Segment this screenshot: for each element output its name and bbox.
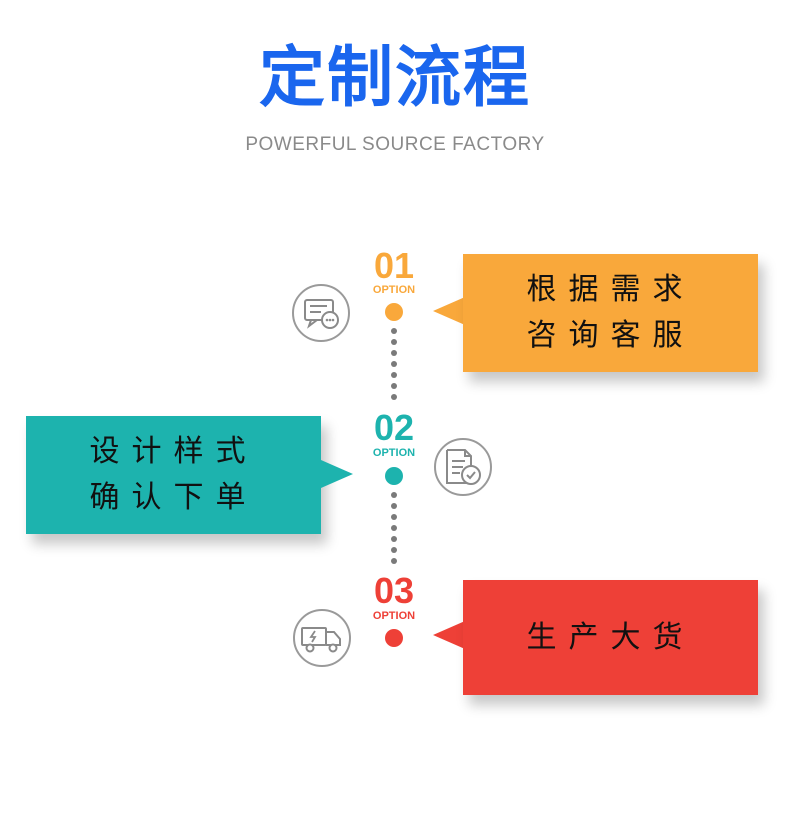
step-3-line-1: 生产大货 [526, 619, 695, 655]
step-1-number: 01 [373, 245, 415, 286]
step-3-pointer [433, 621, 465, 649]
step-2-option-label: OPTION [372, 447, 416, 459]
step-2-number: 02 [373, 407, 415, 448]
step-2-dot [385, 467, 403, 485]
step-2-pointer [321, 460, 353, 488]
page-title: 定制流程 [259, 39, 531, 116]
delivery-truck-icon [292, 608, 352, 668]
step-1-dot [385, 303, 403, 321]
step-1-pointer [433, 297, 465, 325]
step-2-box: 设计样式 确认下单 [26, 416, 321, 534]
step-1-option-label: OPTION [372, 284, 416, 296]
step-1-box: 根据需求 咨询客服 [463, 254, 758, 372]
step-1-line-1: 根据需求 [526, 272, 695, 307]
step-1-line-2: 咨询客服 [526, 318, 695, 353]
chat-bubble-icon [291, 283, 351, 343]
connector-1 [391, 328, 397, 405]
step-3-number: 03 [373, 570, 415, 611]
page-subtitle: POWERFUL SOURCE FACTORY [245, 134, 545, 155]
step-3-option-label: OPTION [372, 610, 416, 622]
step-2-line-1: 设计样式 [89, 434, 258, 469]
step-2-line-2: 确认下单 [89, 480, 258, 515]
step-3-dot [385, 629, 403, 647]
connector-2 [391, 492, 397, 569]
document-check-icon [433, 437, 493, 497]
step-3-box: 生产大货 [463, 580, 758, 695]
